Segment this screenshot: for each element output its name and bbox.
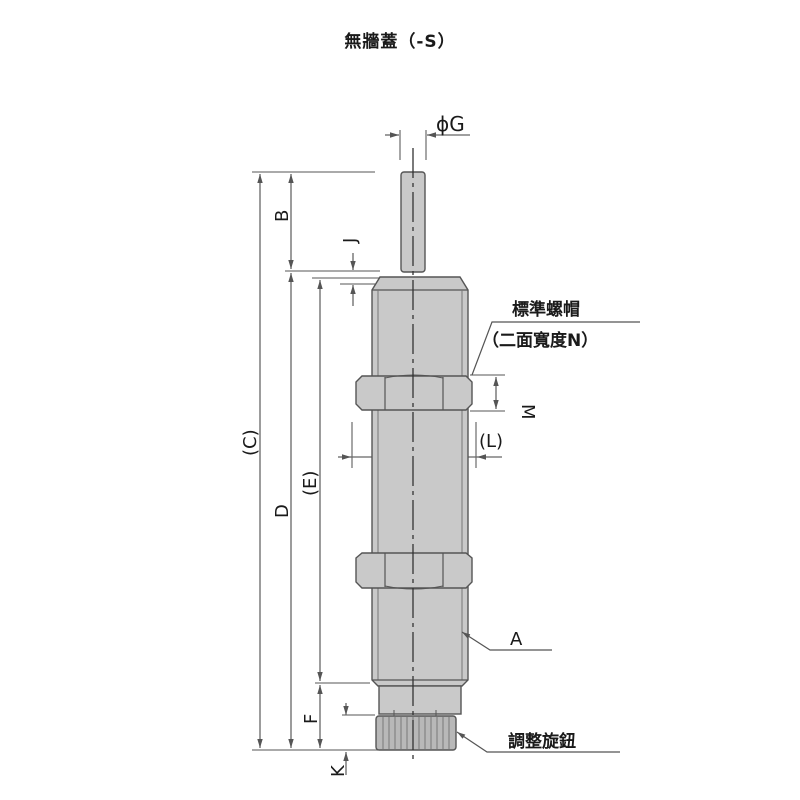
label-J: J [340,238,361,244]
diagram-title: 無牆蓋（-S） [344,32,456,52]
label-A: A [510,629,523,650]
label-K: K [328,764,349,777]
top-hex-nut [355,374,473,411]
label-F: F [301,714,322,724]
leader-lines [456,321,640,753]
label-E: (E) [300,471,321,496]
bottom-hex-nut [355,552,473,590]
body-neck [378,685,462,715]
label-phiG: ϕG [436,112,465,136]
adjust-knob [375,710,457,751]
label-standard-nut: 標準螺帽 [512,299,580,320]
label-D: D [272,504,293,518]
body [371,276,469,687]
label-M: M [517,404,538,420]
label-B: B [272,210,293,222]
label-across-flats: （二面寬度N） [482,330,598,351]
label-C: (C) [240,429,261,456]
label-L: (L) [479,431,503,452]
extension-lines [252,130,505,751]
label-adjust-knob: 調整旋鈕 [508,731,576,752]
